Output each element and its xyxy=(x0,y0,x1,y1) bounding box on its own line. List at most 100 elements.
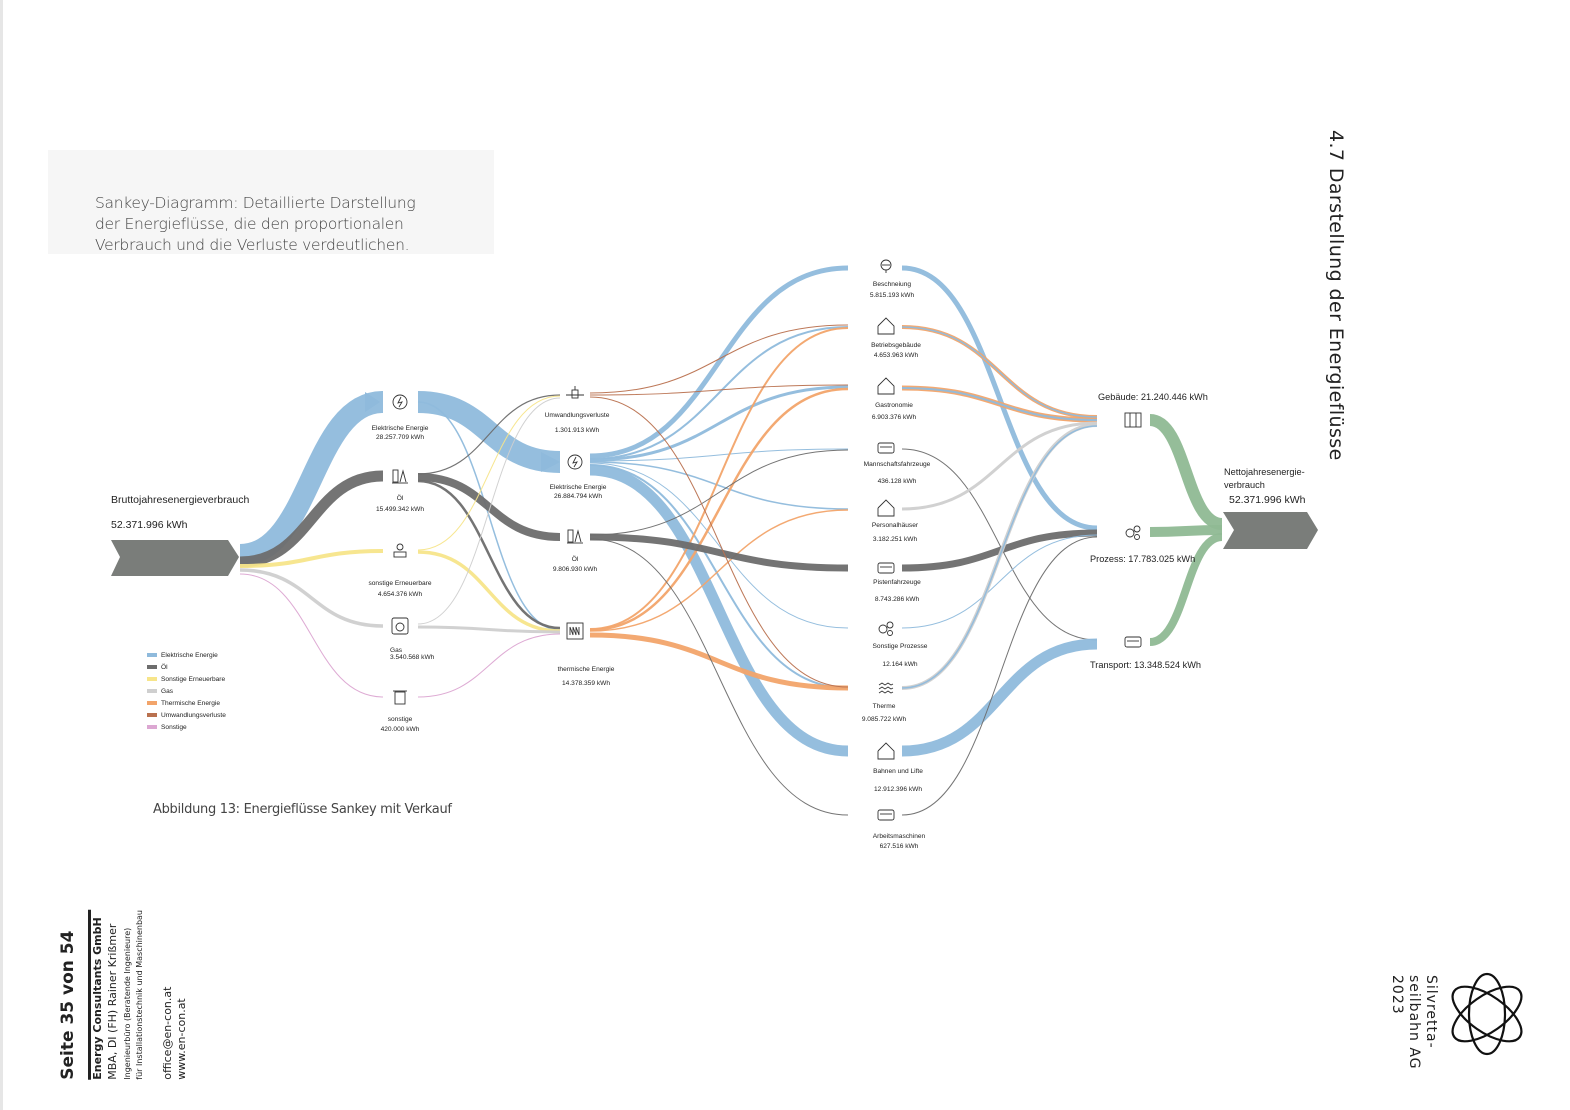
flow-umw-betrieb xyxy=(589,324,849,394)
flow-bahn-trans xyxy=(901,638,1098,757)
flow-umw-gastro xyxy=(589,384,849,396)
c_gastro-value: 6.903.376 kWh xyxy=(872,414,917,421)
waves-icon-2 xyxy=(878,686,894,690)
legend-label: Sonstige Erneuerbare xyxy=(161,676,225,683)
legend-swatch xyxy=(147,713,157,717)
s2_umw-value: 1.301.913 kWh xyxy=(555,427,600,434)
building-icon xyxy=(1124,412,1142,428)
flow-source-oel xyxy=(239,470,384,568)
sankey-icons xyxy=(391,259,1142,821)
gears-icon-gear3 xyxy=(887,630,893,636)
s1_son-value: 420.000 kWh xyxy=(381,726,420,733)
house-icon-outline xyxy=(877,377,895,395)
legend-label: Thermische Energie xyxy=(161,700,220,707)
company-line-2: seilbahn AG xyxy=(1406,975,1422,1070)
car-icon xyxy=(877,809,895,821)
g_geb-label: Gebäude: 21.240.446 kWh xyxy=(1098,392,1208,402)
house-icon-outline xyxy=(877,499,895,517)
source-arrow xyxy=(111,540,239,576)
flow-oel-to-umw xyxy=(417,394,561,475)
flow-therme-geb-el xyxy=(901,425,1098,689)
lightning-icon-ring xyxy=(567,454,583,470)
s2_th-value: 14.378.359 kWh xyxy=(562,680,610,687)
flow-proz-target xyxy=(1149,525,1223,537)
car-icon-body xyxy=(1124,636,1142,648)
house-icon xyxy=(877,317,895,335)
solar-panel-icon-panel xyxy=(393,551,407,558)
oil-pump-icon-tank xyxy=(392,469,399,483)
s1_oel-value: 15.499.342 kWh xyxy=(376,506,424,513)
waves-icon-3 xyxy=(878,690,894,694)
legend-swatch xyxy=(147,701,157,705)
gears-icon-gear1 xyxy=(878,624,888,634)
car-icon-body xyxy=(877,809,895,821)
lightning-icon-bolt xyxy=(572,456,578,468)
flow-gas-to-umw xyxy=(417,397,561,625)
legend-label: Elektrische Energie xyxy=(161,652,218,659)
legend-swatch xyxy=(147,689,157,693)
flow-arb-proz xyxy=(901,536,1098,816)
c_bahn-value: 12.912.396 kWh xyxy=(874,786,922,793)
s2_th-name: thermische Energie xyxy=(558,666,615,673)
s2_el-value: 26.884.794 kWh xyxy=(554,493,602,500)
lightning-icon-ring xyxy=(392,394,408,410)
c_betr-name: Betriebsgebäude xyxy=(871,342,921,349)
bin-icon xyxy=(393,690,407,705)
c_therme-name: Therme xyxy=(873,703,896,710)
gears-icon-gear1 xyxy=(1125,528,1135,538)
flow-el-bahn xyxy=(589,464,849,757)
flow-th-pers xyxy=(589,509,849,632)
oil-pump-icon xyxy=(392,469,408,484)
flow-source-erneuerbare xyxy=(239,549,384,568)
c_betr-value: 4.653.963 kWh xyxy=(874,352,919,359)
snow-fan-icon xyxy=(880,259,892,273)
house-icon xyxy=(877,742,895,760)
flow-geb-target xyxy=(1148,414,1224,530)
flow-el-beschneiung xyxy=(589,265,849,459)
flow-betrieb-geb-el xyxy=(901,326,1098,418)
c_piste-value: 8.743.286 kWh xyxy=(875,596,920,603)
flow-el-to-el xyxy=(417,391,561,473)
gears-icon-gear2 xyxy=(1133,525,1141,533)
gears-icon-gear3 xyxy=(1134,534,1140,540)
gears-icon xyxy=(1125,525,1141,540)
sankey-labels: Bruttojahresenergieverbrauch 52.371.996 … xyxy=(111,281,1306,850)
target-arrow xyxy=(1223,512,1318,549)
flow-umw-therme xyxy=(589,396,849,688)
legend-swatch xyxy=(147,653,157,657)
c_pers-value: 3.182.251 kWh xyxy=(873,536,918,543)
flow-sproz-proz xyxy=(901,534,1098,629)
flow-el-sproz xyxy=(589,462,849,629)
company-name: Silvretta- seilbahn AG 2023 xyxy=(1388,975,1439,1070)
valve-icon xyxy=(566,386,584,399)
flow-oel-mann xyxy=(589,449,849,536)
diagram-caption: Sankey-Diagramm: Detaillierte Darstellun… xyxy=(95,194,416,254)
house-icon xyxy=(877,377,895,395)
legend-label: Umwandlungsverluste xyxy=(161,712,226,719)
oil-pump-icon-tank xyxy=(567,529,574,543)
legend-swatch xyxy=(147,665,157,669)
flow-el-to-therm xyxy=(417,401,561,631)
house-icon-outline xyxy=(877,742,895,760)
flow-source-gas xyxy=(239,568,384,628)
sankey-stage-shapes xyxy=(111,512,1318,576)
s1_ern-name: sonstige Erneuerbare xyxy=(368,580,431,587)
flow-ern-to-umw xyxy=(417,395,561,551)
s2_el-name: Elektrische Energie xyxy=(550,484,607,491)
s2_oel-value: 9.806.930 kWh xyxy=(553,566,598,573)
source-title: Bruttojahresenergieverbrauch xyxy=(111,494,249,506)
el-chevron-stage1 xyxy=(365,392,380,412)
c_besch-name: Beschneiung xyxy=(873,281,911,288)
car-icon xyxy=(877,442,895,454)
flow-son-to-therm xyxy=(417,633,561,698)
c_sproz-name: Sonstige Prozesse xyxy=(873,643,928,650)
s1_oel-name: Öl xyxy=(397,494,404,502)
flow-oel-to-oel xyxy=(417,473,561,541)
legend-swatch xyxy=(147,725,157,729)
flow-besch-proz xyxy=(901,265,1098,531)
gears-icon xyxy=(878,621,894,636)
flow-ern-to-therm xyxy=(417,550,561,633)
lightning-icon xyxy=(392,394,408,410)
solar-panel-icon xyxy=(393,543,407,558)
